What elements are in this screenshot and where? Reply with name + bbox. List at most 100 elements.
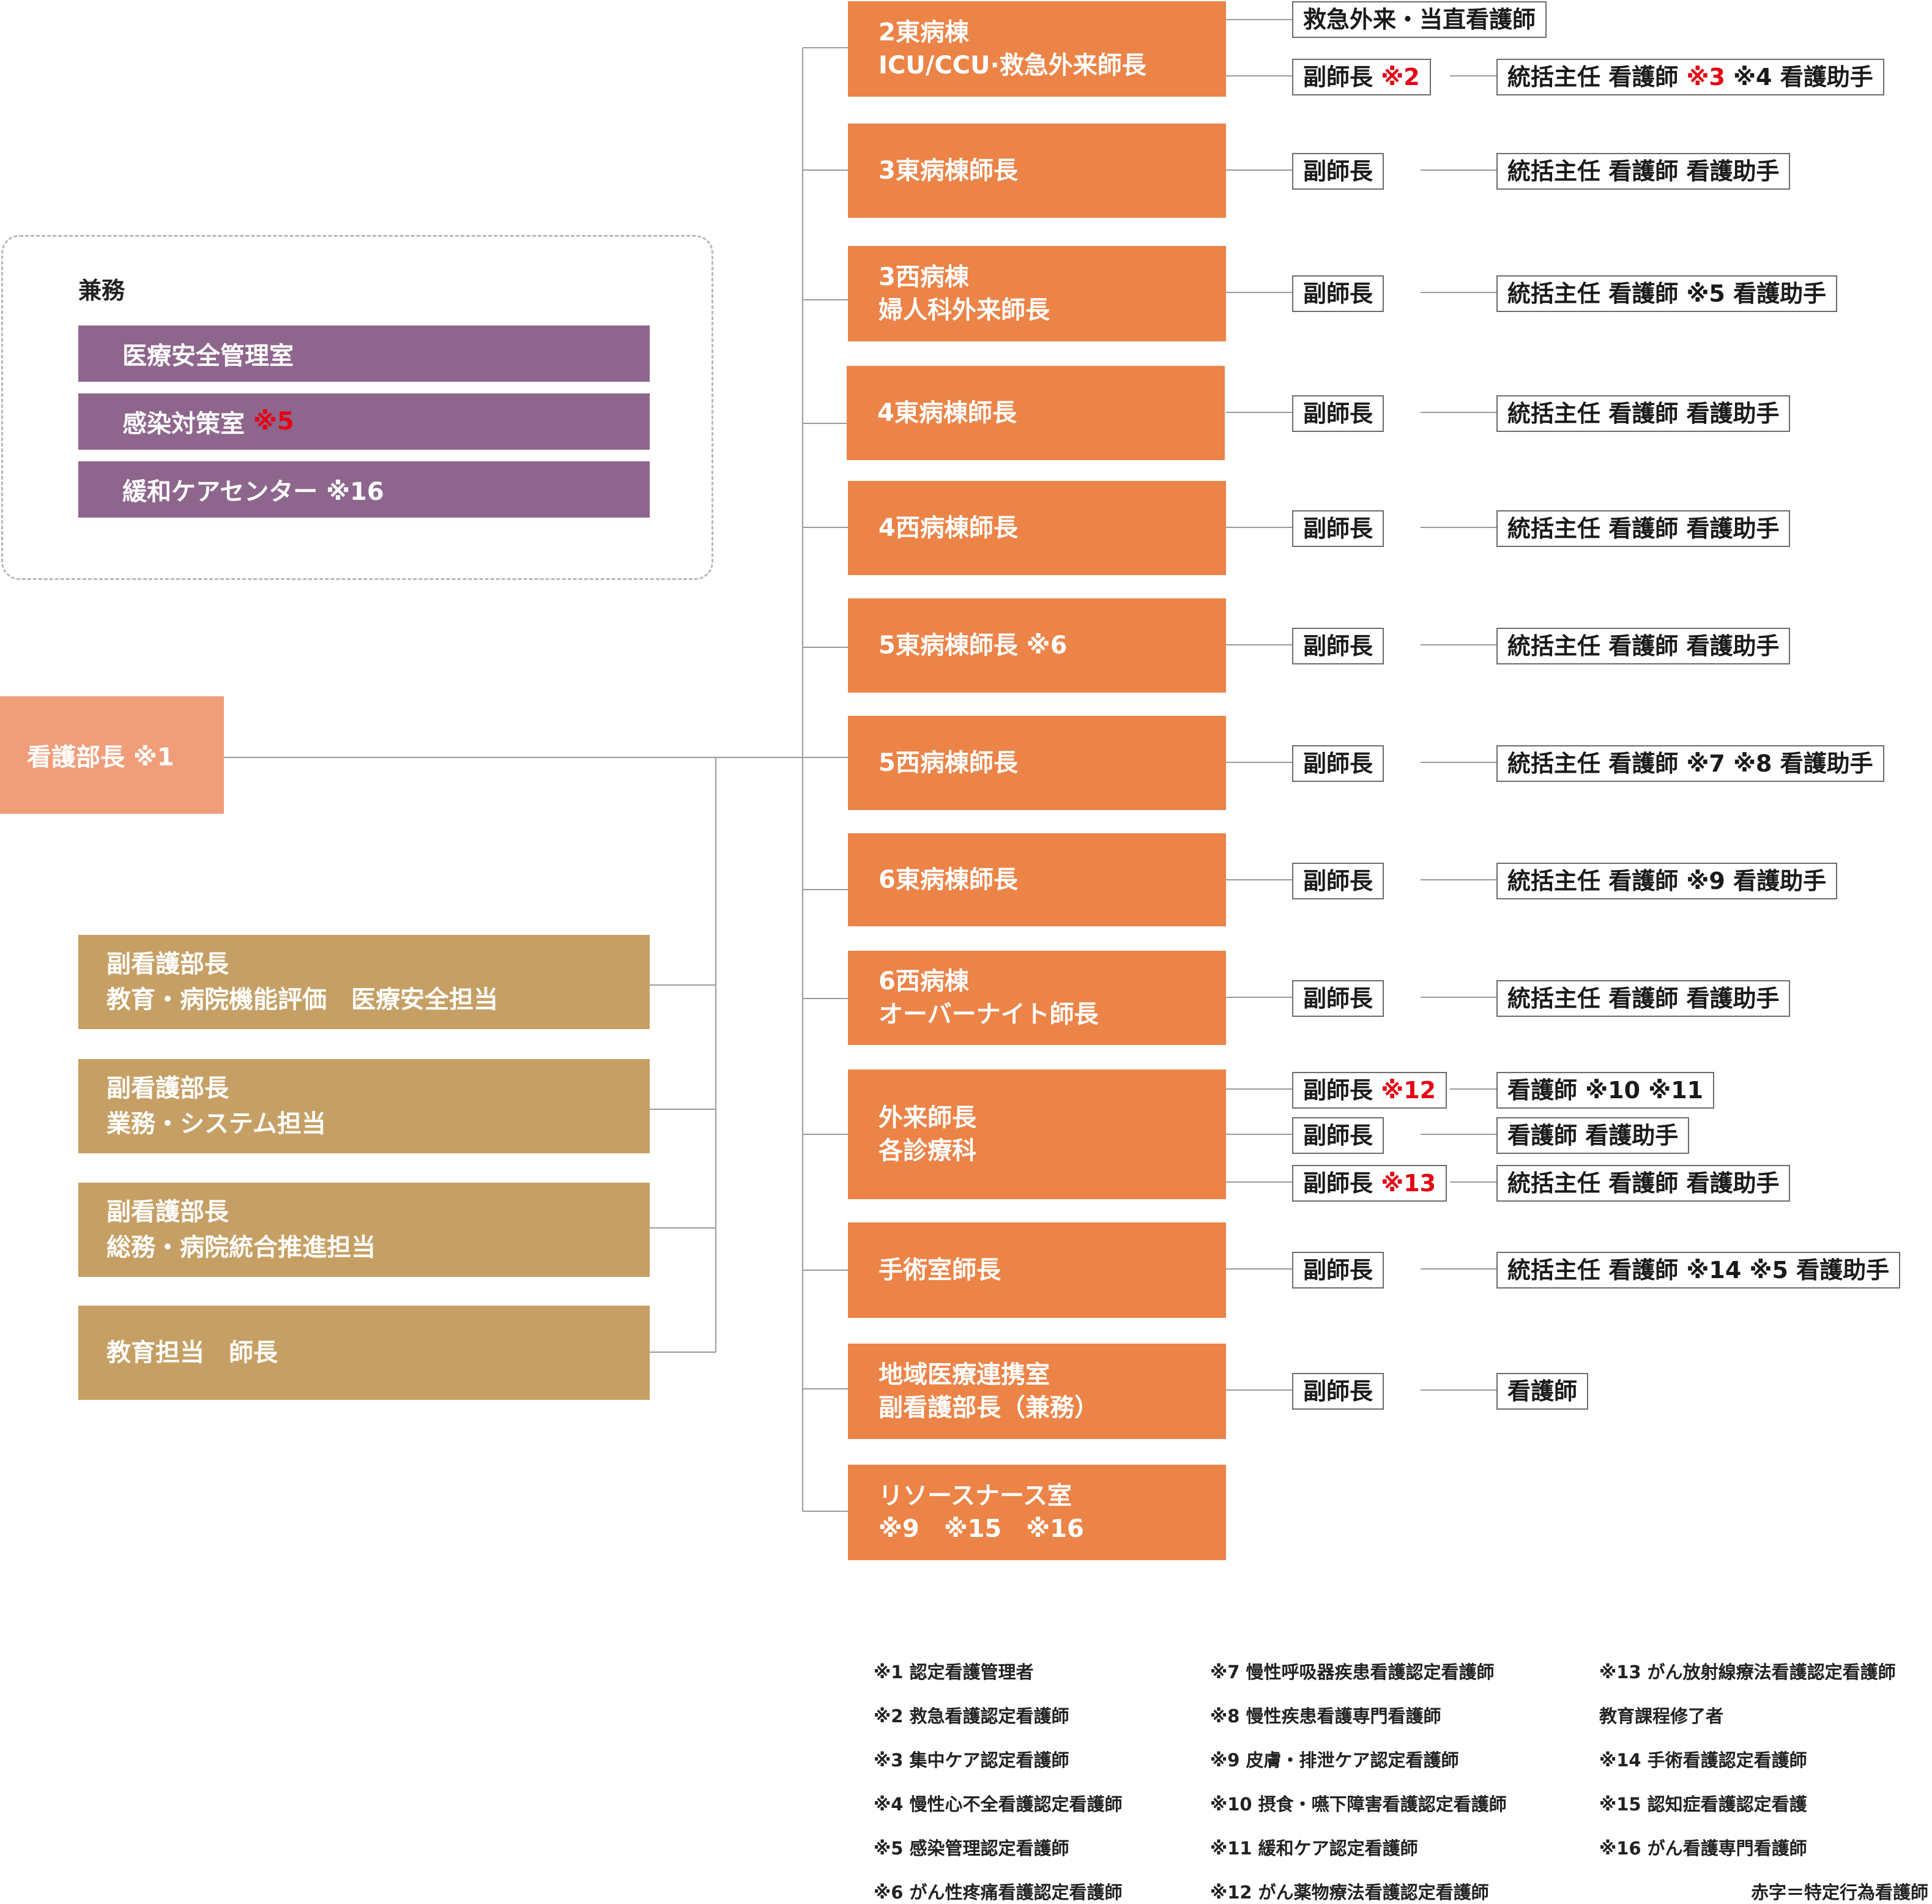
specific-act-mark: ※13: [1381, 1170, 1436, 1197]
footnote: 教育課程修了者: [1599, 1706, 1724, 1727]
unit-sublabel: オーバーナイト師長: [879, 1000, 1099, 1028]
vice-label: 副師長: [1303, 64, 1373, 91]
unit-3east[interactable]: 3東病棟師長: [848, 124, 1226, 218]
staff-2east: 統括主任 看護師 ※3 ※4 看護助手: [1496, 59, 1884, 95]
footnote: ※7 慢性呼吸器疾患看護認定看護師: [1210, 1662, 1495, 1683]
unit-label: 6東病棟師長: [879, 866, 1018, 894]
staff-5east: 統括主任 看護師 看護助手: [1496, 628, 1791, 664]
vice-chief-2east: 副師長 ※2: [1292, 59, 1431, 95]
footnote: ※8 慢性疾患看護専門看護師: [1210, 1706, 1441, 1727]
deputy-operations-box[interactable]: 副看護部長業務・システム担当: [78, 1059, 650, 1153]
staff-3east: 統括主任 看護師 看護助手: [1496, 153, 1791, 190]
unit-outpatient[interactable]: 外来師長各診療科: [848, 1069, 1226, 1199]
staff-6east: 統括主任 看護師 ※9 看護助手: [1496, 863, 1838, 899]
unit-4east[interactable]: 4東病棟師長: [847, 366, 1225, 460]
unit-label: リソースナース室: [879, 1482, 1072, 1510]
vice-chief-community-liaison: 副師長: [1292, 1373, 1384, 1410]
unit-label: 3西病棟: [879, 263, 969, 291]
staff-4east: 統括主任 看護師 看護助手: [1496, 395, 1791, 432]
vice-chief-3west: 副師長: [1292, 275, 1384, 312]
staff-6west: 統括主任 看護師 看護助手: [1496, 980, 1791, 1017]
er-night-nurse-label: 救急外来・当直看護師: [1292, 1, 1547, 38]
staff-label: ※4 看護助手: [1725, 64, 1873, 91]
vice-chief-4west: 副師長: [1292, 510, 1384, 547]
unit-3west[interactable]: 3西病棟婦人科外来師長: [848, 246, 1226, 341]
deputy-education-box[interactable]: 副看護部長教育・病院機能評価 医療安全担当: [78, 935, 650, 1029]
vice-chief-operating-room: 副師長: [1292, 1252, 1384, 1289]
staff-outpatient-2: 看護師 看護助手: [1496, 1117, 1690, 1154]
staff-operating-room: 統括主任 看護師 ※14 ※5 看護助手: [1496, 1252, 1901, 1289]
deputy-title: 副看護部長: [106, 1198, 229, 1226]
unit-label: 5西病棟師長: [879, 749, 1018, 777]
concurrent-item-palliative[interactable]: 緩和ケアセンター ※16: [78, 461, 650, 518]
unit-community-liaison[interactable]: 地域医療連携室副看護部長（兼務）: [848, 1344, 1226, 1439]
concurrent-item-safety[interactable]: 医療安全管理室: [78, 325, 650, 382]
unit-sublabel: 各診療科: [879, 1137, 976, 1165]
vice-chief-outpatient-3: 副師長 ※13: [1292, 1165, 1447, 1202]
footnote: ※13 がん放射線療法看護認定看護師: [1599, 1662, 1896, 1683]
unit-5east[interactable]: 5東病棟師長 ※6: [848, 598, 1226, 693]
unit-4west[interactable]: 4西病棟師長: [848, 481, 1226, 575]
unit-label: 5東病棟師長 ※6: [879, 631, 1068, 660]
footnote: ※10 摂食・嚥下障害看護認定看護師: [1210, 1794, 1507, 1815]
staff-outpatient-3: 統括主任 看護師 看護助手: [1496, 1165, 1791, 1202]
staff-5west: 統括主任 看護師 ※7 ※8 看護助手: [1496, 745, 1884, 782]
footnote: ※16 がん看護専門看護師: [1599, 1838, 1807, 1859]
unit-6west[interactable]: 6西病棟オーバーナイト師長: [848, 951, 1226, 1045]
footnote: ※3 集中ケア認定看護師: [874, 1750, 1069, 1771]
education-manager-box[interactable]: 教育担当 師長: [78, 1306, 650, 1400]
unit-label: 6西病棟: [879, 967, 969, 995]
unit-sublabel: 婦人科外来師長: [879, 296, 1050, 324]
unit-resource-nurse[interactable]: リソースナース室※9 ※15 ※16: [848, 1465, 1226, 1560]
unit-label: 手術室師長: [879, 1256, 1001, 1284]
vice-chief-outpatient-1: 副師長 ※12: [1292, 1072, 1447, 1109]
vice-chief-3east: 副師長: [1292, 153, 1384, 190]
vice-label: 副師長: [1303, 1077, 1373, 1104]
deputy-role: 業務・システム担当: [106, 1110, 326, 1138]
staff-label: 統括主任 看護師: [1507, 64, 1687, 91]
vice-chief-6west: 副師長: [1292, 980, 1384, 1017]
unit-sublabel: 副看護部長（兼務）: [879, 1394, 1099, 1422]
concurrent-title: 兼務: [78, 277, 125, 304]
footnote: ※4 慢性心不全看護認定看護師: [874, 1794, 1123, 1815]
unit-sublabel: ICU/CCU·救急外来師長: [879, 51, 1146, 80]
concurrent-item-label: 医療安全管理室: [122, 342, 294, 370]
red-text-legend: 赤字＝特定行為看護師: [1750, 1882, 1928, 1903]
unit-6east[interactable]: 6東病棟師長: [848, 833, 1226, 926]
vice-chief-5west: 副師長: [1292, 745, 1384, 782]
vice-chief-outpatient-2: 副師長: [1292, 1117, 1384, 1154]
staff-4west: 統括主任 看護師 看護助手: [1496, 510, 1791, 547]
deputy-role: 教育・病院機能評価 医療安全担当: [106, 986, 498, 1014]
footnote: ※2 救急看護認定看護師: [874, 1706, 1069, 1727]
footnote: ※11 緩和ケア認定看護師: [1210, 1838, 1418, 1859]
specific-act-mark: ※3: [1686, 64, 1725, 91]
footnote: ※15 認知症看護認定看護: [1599, 1794, 1807, 1815]
deputy-title: 副看護部長: [106, 1074, 229, 1103]
unit-label: 4東病棟師長: [877, 399, 1017, 427]
unit-5west[interactable]: 5西病棟師長: [848, 716, 1226, 810]
unit-label: 外来師長: [879, 1104, 976, 1132]
footnote: ※14 手術看護認定看護師: [1599, 1750, 1807, 1771]
concurrent-item-label: 感染対策室: [122, 410, 253, 438]
unit-label: 地域医療連携室: [879, 1361, 1050, 1389]
nursing-director-box[interactable]: 看護部長 ※1: [0, 696, 224, 814]
deputy-role: 総務・病院統合推進担当: [106, 1233, 376, 1262]
specific-act-mark: ※12: [1381, 1077, 1436, 1104]
unit-label: 4西病棟師長: [879, 514, 1018, 542]
footnote: ※5 感染管理認定看護師: [874, 1838, 1069, 1859]
concurrent-item-infection[interactable]: 感染対策室 ※5: [78, 393, 650, 450]
deputy-title: 教育担当 師長: [106, 1339, 278, 1367]
vice-label: 副師長: [1303, 1170, 1373, 1197]
footnote: ※1 認定看護管理者: [874, 1662, 1034, 1683]
unit-label: 2東病棟: [879, 18, 969, 46]
concurrent-duties-panel: [1, 235, 713, 580]
staff-3west: 統括主任 看護師 ※5 看護助手: [1496, 275, 1838, 312]
unit-operating-room[interactable]: 手術室師長: [848, 1222, 1226, 1318]
footnote: ※9 皮膚・排泄ケア認定看護師: [1210, 1750, 1459, 1771]
specific-act-mark: ※2: [1381, 64, 1420, 91]
vice-chief-6east: 副師長: [1292, 863, 1384, 899]
deputy-general-affairs-box[interactable]: 副看護部長総務・病院統合推進担当: [78, 1183, 650, 1277]
staff-community-liaison: 看護師: [1496, 1373, 1589, 1410]
unit-2east[interactable]: 2東病棟 ICU/CCU·救急外来師長: [848, 1, 1226, 97]
